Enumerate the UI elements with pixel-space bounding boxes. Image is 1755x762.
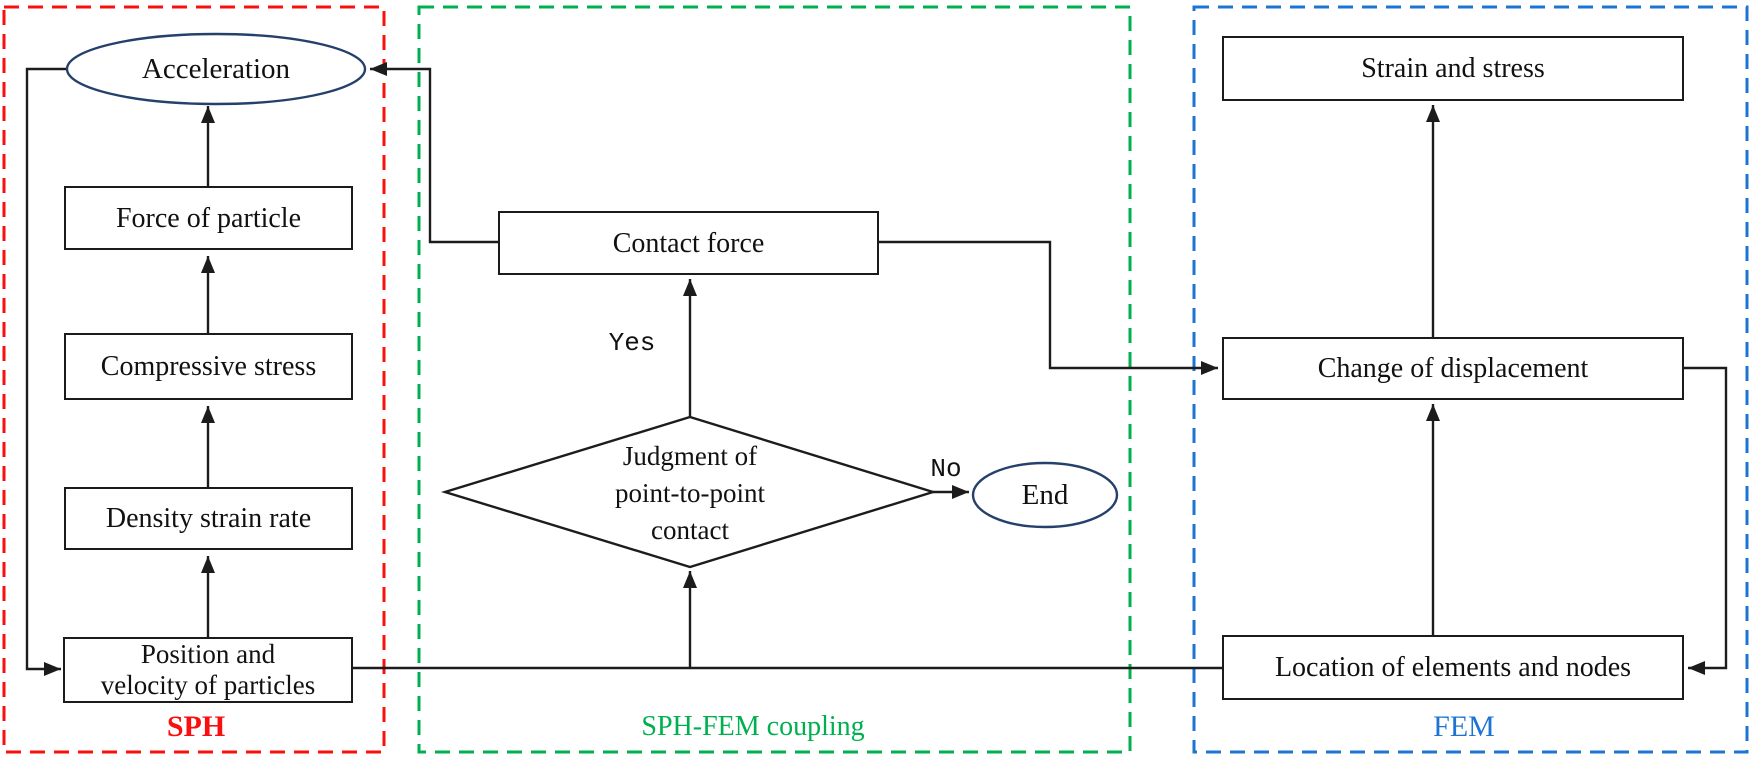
edge-acceleration-to-position: [25, 67, 66, 676]
edge-label-yes: Yes: [608, 328, 656, 358]
judgment-diamond: [440, 415, 938, 569]
edge-contact-to-change: [879, 240, 1218, 375]
node-location-elements: Location of elements and nodes: [1222, 635, 1684, 700]
node-contact-force: Contact force: [498, 211, 879, 275]
node-judgment: Judgment of point-to-point contact: [615, 440, 765, 545]
edge-contact-to-acceleration: [370, 62, 498, 244]
edge-label-no: No: [930, 454, 962, 484]
edge-change-to-location: [1684, 366, 1728, 675]
node-strain-stress: Strain and stress: [1222, 36, 1684, 101]
fem-section-label: FEM: [1433, 710, 1495, 743]
sph-section-border: [2, 5, 386, 754]
node-position-velocity: Position and velocity of particles: [63, 637, 353, 703]
coupling-section-label: SPH-FEM coupling: [641, 711, 865, 742]
node-force-of-particle: Force of particle: [64, 186, 353, 250]
node-change-displacement: Change of displacement: [1222, 337, 1684, 400]
end-ellipse: [971, 461, 1119, 529]
node-end: End: [1021, 478, 1069, 511]
coupling-section-border: [417, 5, 1132, 754]
fem-section-border: [1192, 5, 1749, 754]
acceleration-ellipse: [65, 32, 367, 106]
node-acceleration: Acceleration: [141, 52, 291, 85]
sph-section-label: SPH: [166, 710, 226, 743]
node-density-strain-rate: Density strain rate: [64, 487, 353, 550]
node-compressive-stress: Compressive stress: [64, 333, 353, 400]
